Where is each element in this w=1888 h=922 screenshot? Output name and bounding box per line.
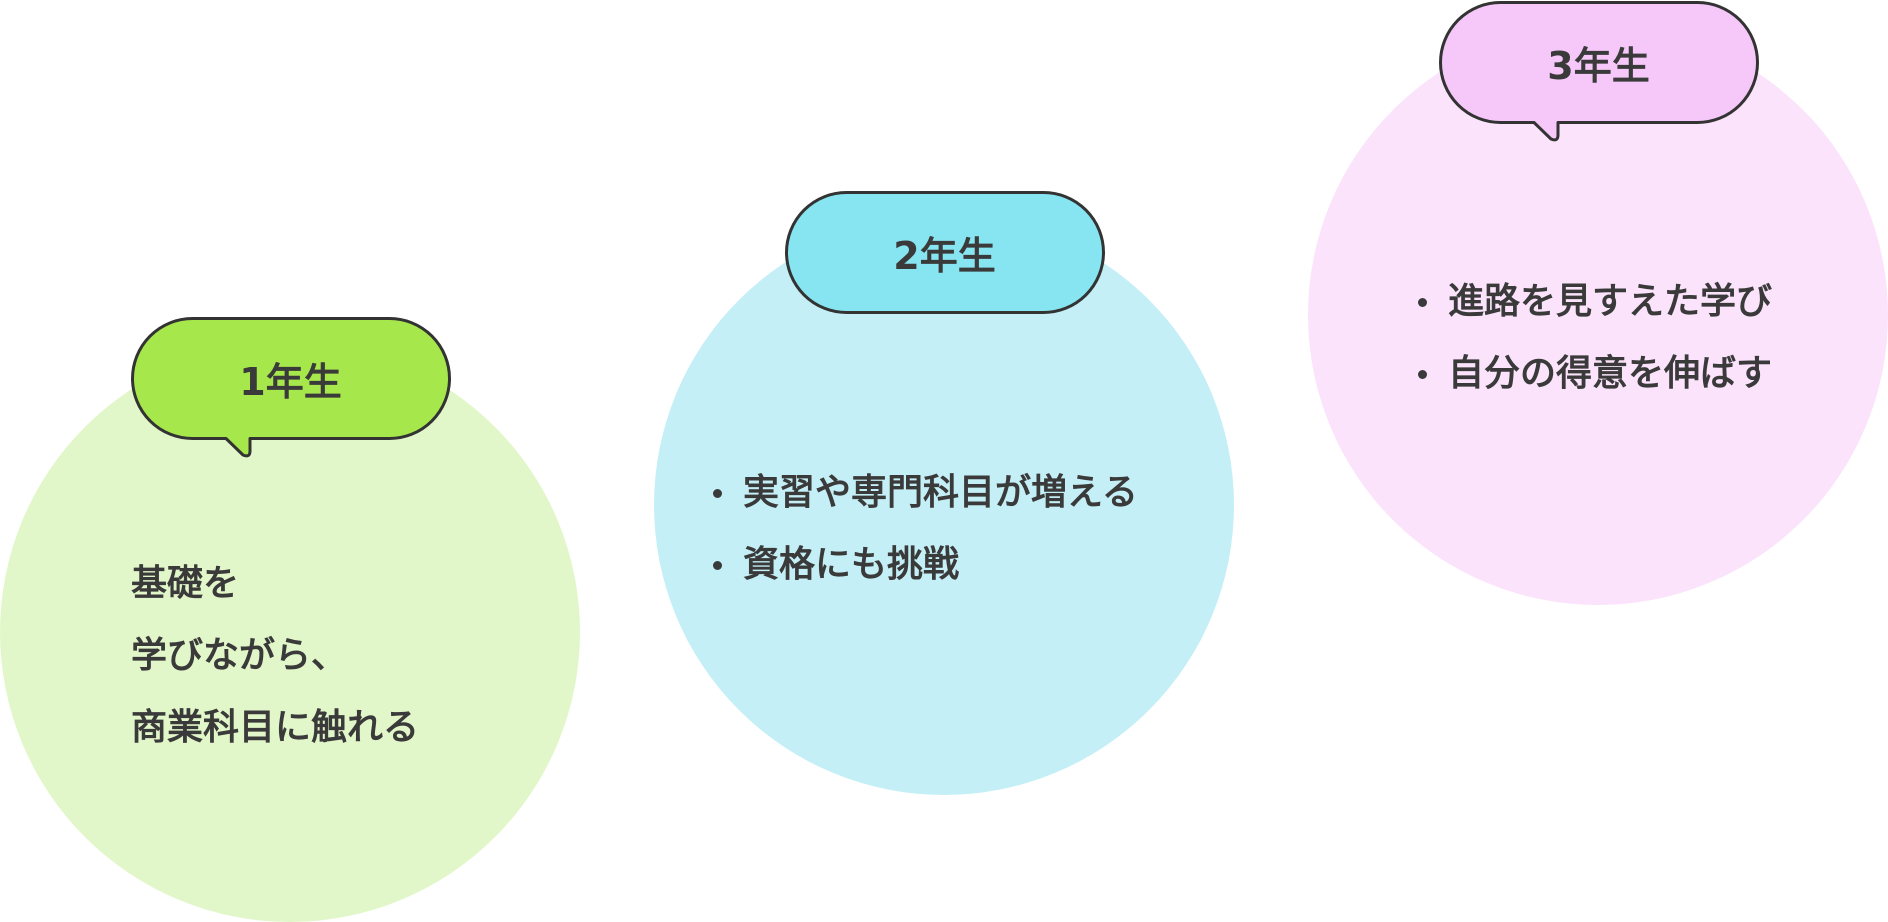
list-item-text: 資格にも挑戦 (743, 544, 960, 585)
grade-2-label: 2年生 (893, 234, 996, 278)
bullet-icon (713, 560, 722, 570)
grade-2-description: 実習や専門科目が増える 資格にも挑戦 (713, 457, 1138, 601)
grade-1-line: 商業科目に触れる (131, 707, 420, 748)
list-item-text: 自分の得意を伸ばす (1448, 353, 1773, 394)
bullet-icon (1418, 369, 1427, 379)
grade-3-label: 3年生 (1547, 44, 1650, 88)
bullet-icon (1418, 297, 1427, 307)
bullet-icon (713, 488, 722, 498)
list-item: 実習や専門科目が増える (713, 457, 1138, 529)
grade-2-pill-icon (785, 191, 1105, 314)
grade-3-description: 進路を見すえた学び 自分の得意を伸ばす (1418, 266, 1772, 410)
list-item-text: 進路を見すえた学び (1448, 281, 1773, 322)
grade-3-speech-bubble-icon (1439, 1, 1759, 142)
list-item-text: 実習や専門科目が増える (743, 472, 1138, 513)
grade-1-description: 基礎を 学びながら、 商業科目に触れる (131, 548, 419, 764)
grade-1-label: 1年生 (239, 360, 342, 404)
list-item: 自分の得意を伸ばす (1418, 338, 1772, 410)
list-item: 進路を見すえた学び (1418, 266, 1772, 338)
grade-1-speech-bubble-icon (131, 317, 451, 458)
list-item: 資格にも挑戦 (713, 529, 1138, 601)
grade-1-line: 学びながら、 (131, 635, 348, 676)
grade-1-line: 基礎を (131, 563, 240, 604)
